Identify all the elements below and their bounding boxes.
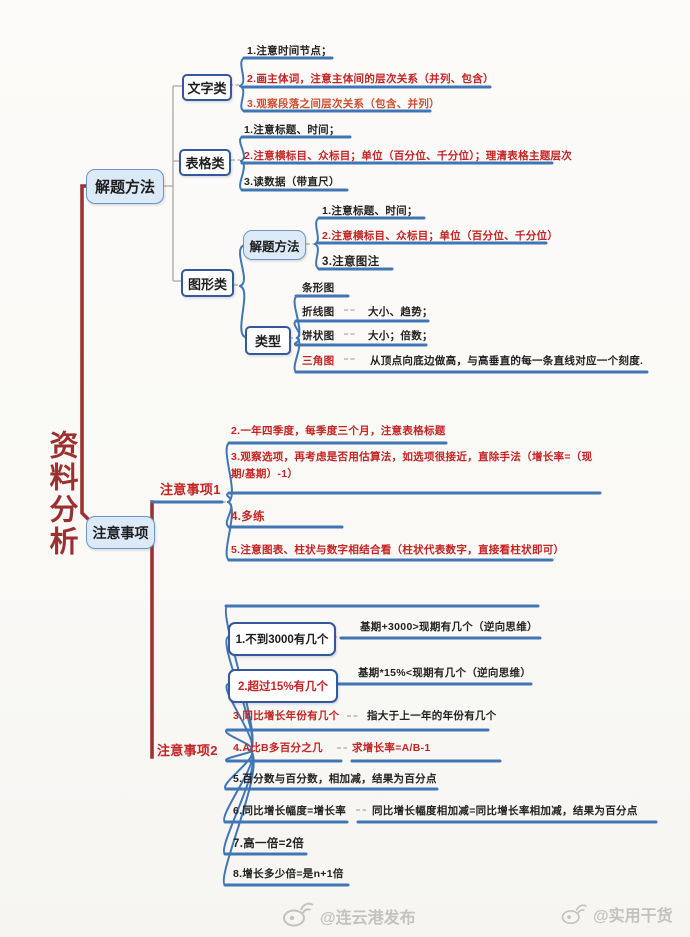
- node-types: 类型: [245, 326, 291, 355]
- node-notes: 注意事项: [86, 516, 155, 549]
- notes2-item-3: 3.同比增长年份有几个: [233, 710, 340, 722]
- weibo-icon: [281, 898, 315, 928]
- graph-method-item-3: 3.注意图注: [322, 256, 380, 268]
- watermark-right: @实用干货: [560, 900, 673, 926]
- type-bar-chart: 条形图: [302, 282, 335, 294]
- notes2-item-4: 4.A比B多百分之几: [233, 742, 323, 754]
- node-notes-1: 注意事项1: [160, 482, 221, 497]
- graph-method-item-1: 1.注意标题、时间；: [322, 205, 418, 217]
- notes2-item-5: 5.百分数与百分数，相加减，结果为百分点: [233, 773, 437, 785]
- notes2-q1-box: 1.不到3000有几个: [228, 622, 336, 656]
- notes2-item-6-desc: 同比增长幅度相加减=同比增长率相加减，结果为百分点: [372, 805, 638, 817]
- type-line-chart: 折线图: [302, 306, 335, 318]
- graph-method-item-2: 2.注意横标目、众标目；单位（百分位、千分位）: [322, 230, 559, 242]
- red-spine-lines: [80, 184, 154, 759]
- notes2-q2-box: 2.超过15%有几个: [228, 669, 338, 703]
- node-graph-method: 解题方法: [243, 230, 306, 260]
- table-type-item-2: 2.注意横标目、众标目；单位（百分位、千分位）；理清表格主题层次: [244, 150, 573, 162]
- notes2-item-3-desc: 指大于上一年的年份有几个: [367, 710, 497, 722]
- watermark-left-text: @连云港发布: [320, 910, 416, 927]
- notes2-q1-formula: 基期+3000>现期有几个（逆向思维）: [360, 621, 538, 633]
- notes1-item-3: 3.观察选项，再考虑是否用估算法，如选项很接近，直除手法（增长率=（现期/基期）…: [231, 451, 593, 480]
- notes1-item-2: 2.一年四季度，每季度三个月，注意表格标题: [231, 425, 446, 437]
- item-underlines: [150, 56, 658, 887]
- text-type-item-1: 1.注意时间节点；: [247, 45, 332, 57]
- watermark-left: @连云港发布: [281, 898, 416, 928]
- type-pie-chart-desc: 大小；倍数；: [368, 330, 433, 342]
- text-type-item-2: 2.画主体词，注意主体间的层次关系（并列、包含）: [247, 73, 494, 85]
- table-type-item-3: 3.读数据（带直尺）: [244, 176, 340, 188]
- node-method: 解题方法: [86, 169, 164, 204]
- notes2-q2-formula: 基期*15%<现期有几个（逆向思维）: [358, 667, 532, 679]
- notes2-item-6: 6.同比增长幅度=增长率: [233, 805, 346, 817]
- root-title: 资料分析: [45, 430, 77, 558]
- text-type-item-3: 3.观察段落之间层次关系（包含、并列）: [247, 98, 440, 110]
- node-table-type: 表格类: [179, 149, 231, 176]
- weibo-icon: [560, 900, 588, 926]
- type-triangle-chart: 三角图: [302, 355, 335, 367]
- type-pie-chart: 饼状图: [302, 330, 335, 342]
- notes2-item-4-desc: 求增长率=A/B-1: [352, 742, 431, 754]
- notes1-item-4: 4.多练: [231, 511, 265, 523]
- node-notes-2: 注意事项2: [157, 743, 218, 758]
- node-graph-type: 图形类: [181, 269, 234, 297]
- notes2-item-8: 8.增长多少倍=是n+1倍: [233, 868, 344, 880]
- notes2-item-7: 7.高一倍=2倍: [233, 838, 305, 850]
- notes1-item-5: 5.注意图表、柱状与数字相结合看（柱状代表数字，直接看柱状即可）: [231, 544, 565, 556]
- type-line-chart-desc: 大小、趋势；: [368, 306, 433, 318]
- node-text-type: 文字类: [182, 74, 232, 101]
- table-type-item-1: 1.注意标题、时间；: [244, 124, 340, 136]
- watermark-right-text: @实用干货: [593, 908, 673, 925]
- type-triangle-chart-desc: 从顶点向底边做高，与高垂直的每一条直线对应一个刻度.: [370, 355, 644, 367]
